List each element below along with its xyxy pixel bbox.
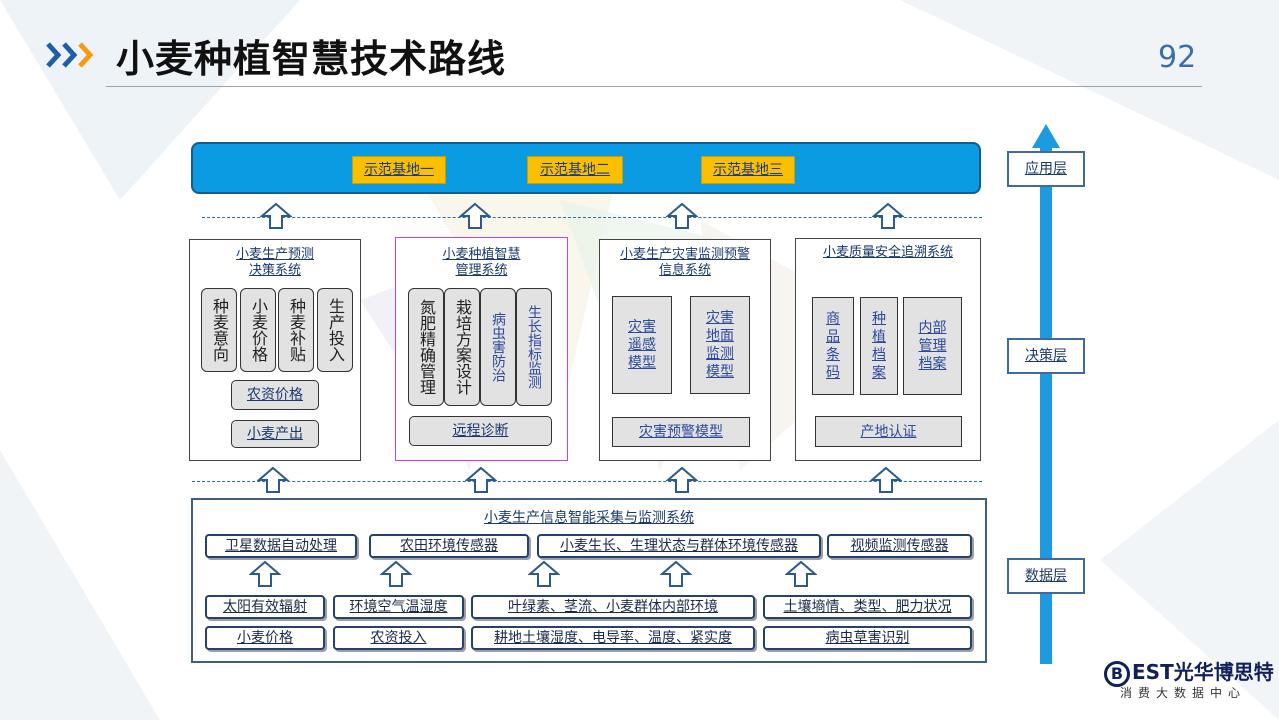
agri-material-price-box[interactable]: 农资价格: [231, 380, 319, 410]
internal-archive-box[interactable]: 内部管理档案: [903, 297, 962, 395]
growth-sensor-pill[interactable]: 小麦生长、生理状态与群体环境传感器: [537, 534, 821, 558]
header-divider: [106, 86, 1202, 87]
arrow-up-icon: [660, 560, 692, 587]
decision-layer-label: 决策层: [1007, 338, 1085, 374]
air-temp-humidity-pill[interactable]: 环境空气温湿度: [333, 595, 464, 619]
arrow-up-icon: [870, 466, 902, 493]
solar-radiation-pill[interactable]: 太阳有效辐射: [205, 595, 325, 619]
application-layer-label: 应用层: [1007, 151, 1085, 187]
intention-box[interactable]: 种麦意向: [201, 288, 237, 372]
nitrogen-management-box[interactable]: 氮肥精确管理: [408, 288, 444, 406]
arrow-up-icon: [785, 560, 817, 587]
demo-base-1[interactable]: 示范基地一: [352, 156, 446, 184]
disaster-warning-model-box[interactable]: 灾害预警模型: [612, 417, 750, 447]
data-collection-title: 小麦生产信息智能采集与监测系统: [484, 510, 694, 526]
production-input-box[interactable]: 生产投入: [317, 288, 353, 372]
wheat-output-box[interactable]: 小麦产出: [231, 420, 319, 448]
field-env-sensor-pill[interactable]: 农田环境传感器: [369, 534, 529, 558]
planting-archive-box[interactable]: 种植档案: [860, 297, 898, 395]
separator-bottom: [192, 481, 982, 482]
disaster-remote-sensing-model-box[interactable]: 灾害遥感模型: [612, 296, 672, 394]
video-sensor-pill[interactable]: 视频监测传感器: [827, 534, 972, 558]
origin-certification-box[interactable]: 产地认证: [815, 416, 962, 447]
layer-progress-arrow: [1032, 124, 1060, 664]
arrow-up-icon: [249, 560, 281, 587]
arrow-up-icon: [465, 466, 497, 493]
arrow-up-icon: [872, 202, 904, 229]
demo-base-3[interactable]: 示范基地三: [701, 156, 795, 184]
arrow-up-icon: [380, 560, 412, 587]
forecast-system-title: 小麦生产预测 决策系统: [235, 247, 314, 278]
cultivation-plan-box[interactable]: 栽培方案设计: [444, 288, 480, 406]
remote-diagnosis-box[interactable]: 远程诊断: [409, 416, 552, 446]
demo-base-2[interactable]: 示范基地二: [527, 156, 623, 184]
chevron-icon: [46, 42, 94, 68]
growth-monitoring-box[interactable]: 生长指标监测: [516, 288, 552, 406]
arrow-up-icon: [257, 466, 289, 493]
logo-emblem-icon: B: [1104, 660, 1130, 687]
chlorophyll-stemflow-pill[interactable]: 叶绿素、茎流、小麦群体内部环境: [471, 595, 755, 619]
satellite-processing-pill[interactable]: 卫星数据自动处理: [205, 534, 357, 558]
arrow-up-icon: [528, 560, 560, 587]
barcode-box[interactable]: 商品条码: [812, 297, 854, 395]
soil-moisture-fertility-pill[interactable]: 土壤墒情、类型、肥力状况: [763, 595, 972, 619]
wheat-price-box[interactable]: 小麦价格: [240, 288, 276, 372]
brand-tagline: 消费大数据中心: [1120, 686, 1247, 700]
data-layer-label: 数据层: [1007, 558, 1085, 594]
arrow-up-icon: [666, 466, 698, 493]
arrow-up-icon: [459, 202, 491, 229]
disaster-ground-monitoring-model-box[interactable]: 灾害地面监测模型: [690, 296, 750, 394]
pest-control-box[interactable]: 病虫害防治: [480, 288, 516, 406]
page-number: 92: [1158, 40, 1197, 75]
management-system-title: 小麦种植智慧 管理系统: [442, 247, 521, 278]
soil-conductivity-pill[interactable]: 耕地土壤湿度、电导率、温度、紧实度: [471, 626, 755, 650]
subsidy-box[interactable]: 种麦补贴: [278, 288, 314, 372]
wheat-price-pill[interactable]: 小麦价格: [205, 626, 325, 650]
pest-weed-recognition-pill[interactable]: 病虫草害识别: [763, 626, 972, 650]
arrow-up-icon: [666, 202, 698, 229]
arrow-up-icon: [260, 202, 292, 229]
disaster-system-title: 小麦生产灾害监测预警 信息系统: [619, 247, 750, 278]
agri-input-pill[interactable]: 农资投入: [333, 626, 464, 650]
page-title: 小麦种植智慧技术路线: [116, 37, 507, 81]
quality-trace-title: 小麦质量安全追溯系统: [822, 245, 953, 260]
separator-top: [202, 217, 982, 218]
